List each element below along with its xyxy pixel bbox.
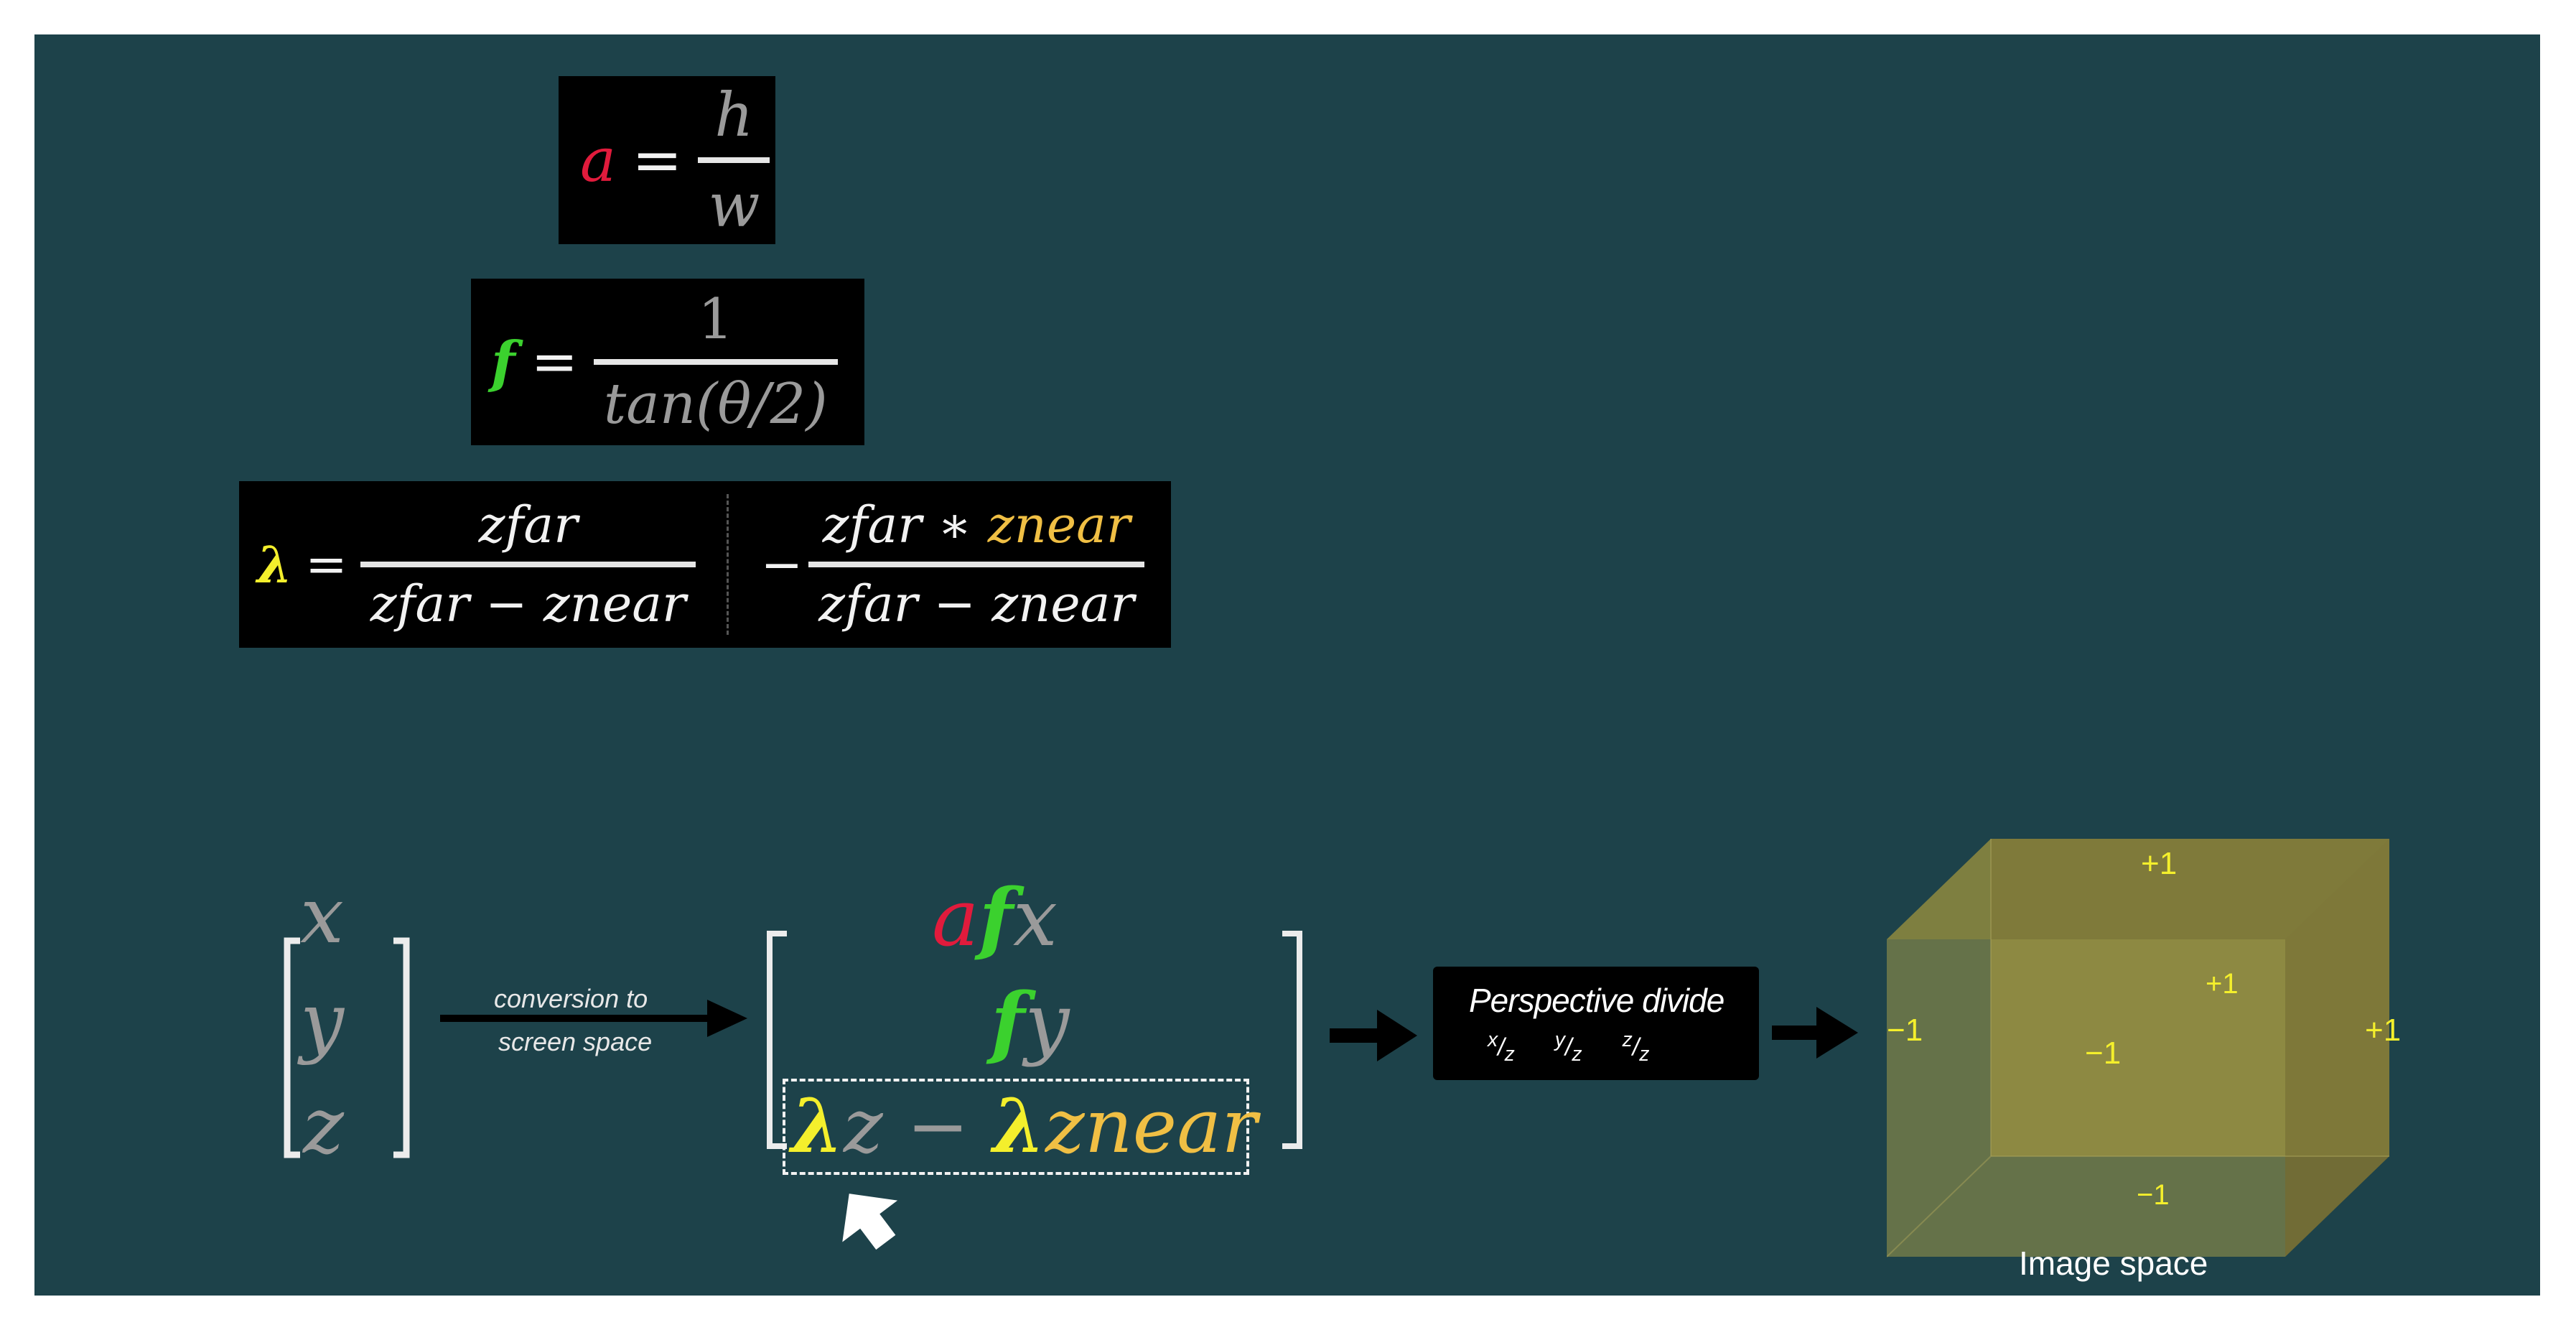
- perspective-divide-box: [1433, 967, 1759, 1080]
- output-vector-row-2: f y: [991, 975, 1069, 1068]
- equation-f-numerator: 1: [698, 287, 734, 352]
- equation-lambda-fraction-1: zfar zfar − znear: [360, 496, 696, 633]
- highlight-box: [783, 1079, 1249, 1175]
- cube-label-inner-plus: +1: [2206, 968, 2239, 1000]
- divide-y-over-z: y/z: [1554, 1028, 1582, 1066]
- equation-f-denominator: tan(θ/2): [603, 372, 828, 437]
- input-vector-x: x: [300, 871, 344, 961]
- perspective-divide-title: Perspective divide: [1469, 982, 1725, 1019]
- equation-a: a = h w: [580, 76, 770, 244]
- equation-f-fraction: 1 tan(θ/2): [593, 287, 838, 437]
- equation-lambda-fraction-2: zfar ∗ znear zfar − znear: [808, 496, 1144, 633]
- divide-y-num: y: [1554, 1028, 1565, 1051]
- output-vector-row-3: λ z − λ znear: [791, 1082, 1257, 1170]
- divide-z-over-z: z/z: [1622, 1028, 1650, 1066]
- lambda-fraction-2-numerator-znear: znear: [987, 496, 1131, 554]
- output-row-2-y: y: [1025, 975, 1070, 1068]
- equation-lambda: λ = zfar zfar − znear − zfar ∗ znear zfa…: [257, 481, 1144, 648]
- divide-x-num: x: [1488, 1028, 1498, 1051]
- input-vector-y: y: [300, 977, 345, 1066]
- equation-f-lhs: f: [491, 329, 515, 395]
- output-row-3-lambda-2: λ: [992, 1082, 1045, 1170]
- divide-x-den: z: [1504, 1043, 1515, 1066]
- output-row-3-minus: −: [882, 1082, 993, 1170]
- lambda-fraction-2-denominator: zfar − znear: [818, 575, 1134, 633]
- equation-a-numerator: h: [714, 80, 754, 150]
- lambda-divider: [727, 494, 729, 635]
- output-row-3-znear: znear: [1045, 1082, 1257, 1170]
- arrow-to-image-space: [1772, 1007, 1858, 1059]
- equation-a-lhs: a: [580, 125, 617, 195]
- equation-a-denominator: w: [708, 170, 760, 241]
- lambda-fraction-2-numerator: zfar ∗ znear: [813, 496, 1141, 554]
- equation-lambda-equals: =: [305, 535, 347, 594]
- lambda-fraction-1-denominator: zfar − znear: [370, 575, 686, 633]
- conversion-arrow: [440, 1000, 747, 1037]
- equation-a-equals: =: [632, 125, 683, 195]
- divide-y-den: z: [1572, 1043, 1582, 1066]
- equation-a-fraction: h w: [698, 80, 770, 241]
- divide-z-num: z: [1622, 1028, 1633, 1051]
- output-row-1-f: f: [979, 871, 1013, 964]
- output-row-2-f: f: [991, 975, 1025, 1068]
- perspective-divide-items: x/z y/z z/z: [1488, 1028, 1649, 1066]
- output-row-3-z: z: [843, 1082, 883, 1170]
- diagram-canvas: a = h w f = 1 tan(θ/2) λ = zfar zfar − z…: [34, 34, 2540, 1296]
- cube-label-inner-minus: −1: [2085, 1036, 2122, 1071]
- divide-z-den: z: [1639, 1043, 1650, 1066]
- image-space-label: Image space: [2019, 1245, 2208, 1282]
- lambda-fraction-2-numerator-zfar: zfar ∗: [822, 496, 988, 554]
- cube-label-left: −1: [1887, 1013, 1923, 1048]
- divide-x-over-z: x/z: [1488, 1028, 1515, 1066]
- arrow-to-perspective-divide: [1330, 1010, 1417, 1061]
- cube-label-top: +1: [2141, 846, 2178, 881]
- input-vector-z: z: [303, 1082, 344, 1171]
- conversion-label-line-2: screen space: [498, 1027, 653, 1056]
- output-vector-brackets: [767, 931, 1302, 1149]
- cursor-icon: [842, 1194, 898, 1250]
- input-vector-brackets: [284, 937, 410, 1158]
- cube-front-face: [1887, 939, 2285, 1257]
- output-row-1-x: x: [1012, 871, 1058, 964]
- fraction-bar: [593, 359, 838, 365]
- cube-label-bottom: −1: [2137, 1179, 2170, 1211]
- conversion-label-line-1: conversion to: [494, 984, 648, 1013]
- output-row-1-a: a: [932, 871, 979, 964]
- equation-lambda-lhs: λ: [257, 534, 293, 595]
- output-row-3-lambda: λ: [791, 1082, 844, 1170]
- fraction-bar: [808, 562, 1144, 567]
- lambda-fraction-1-numerator: zfar: [478, 496, 578, 554]
- output-vector-row-1: a f x: [932, 871, 1058, 964]
- fraction-bar: [360, 562, 696, 567]
- cube-label-right: +1: [2365, 1013, 2402, 1048]
- equation-lambda-minus: −: [760, 535, 803, 594]
- image-space-cube: [1887, 839, 2389, 1257]
- fraction-bar: [698, 157, 770, 163]
- equation-f: f = 1 tan(θ/2): [491, 279, 838, 445]
- equation-f-equals: =: [531, 330, 578, 394]
